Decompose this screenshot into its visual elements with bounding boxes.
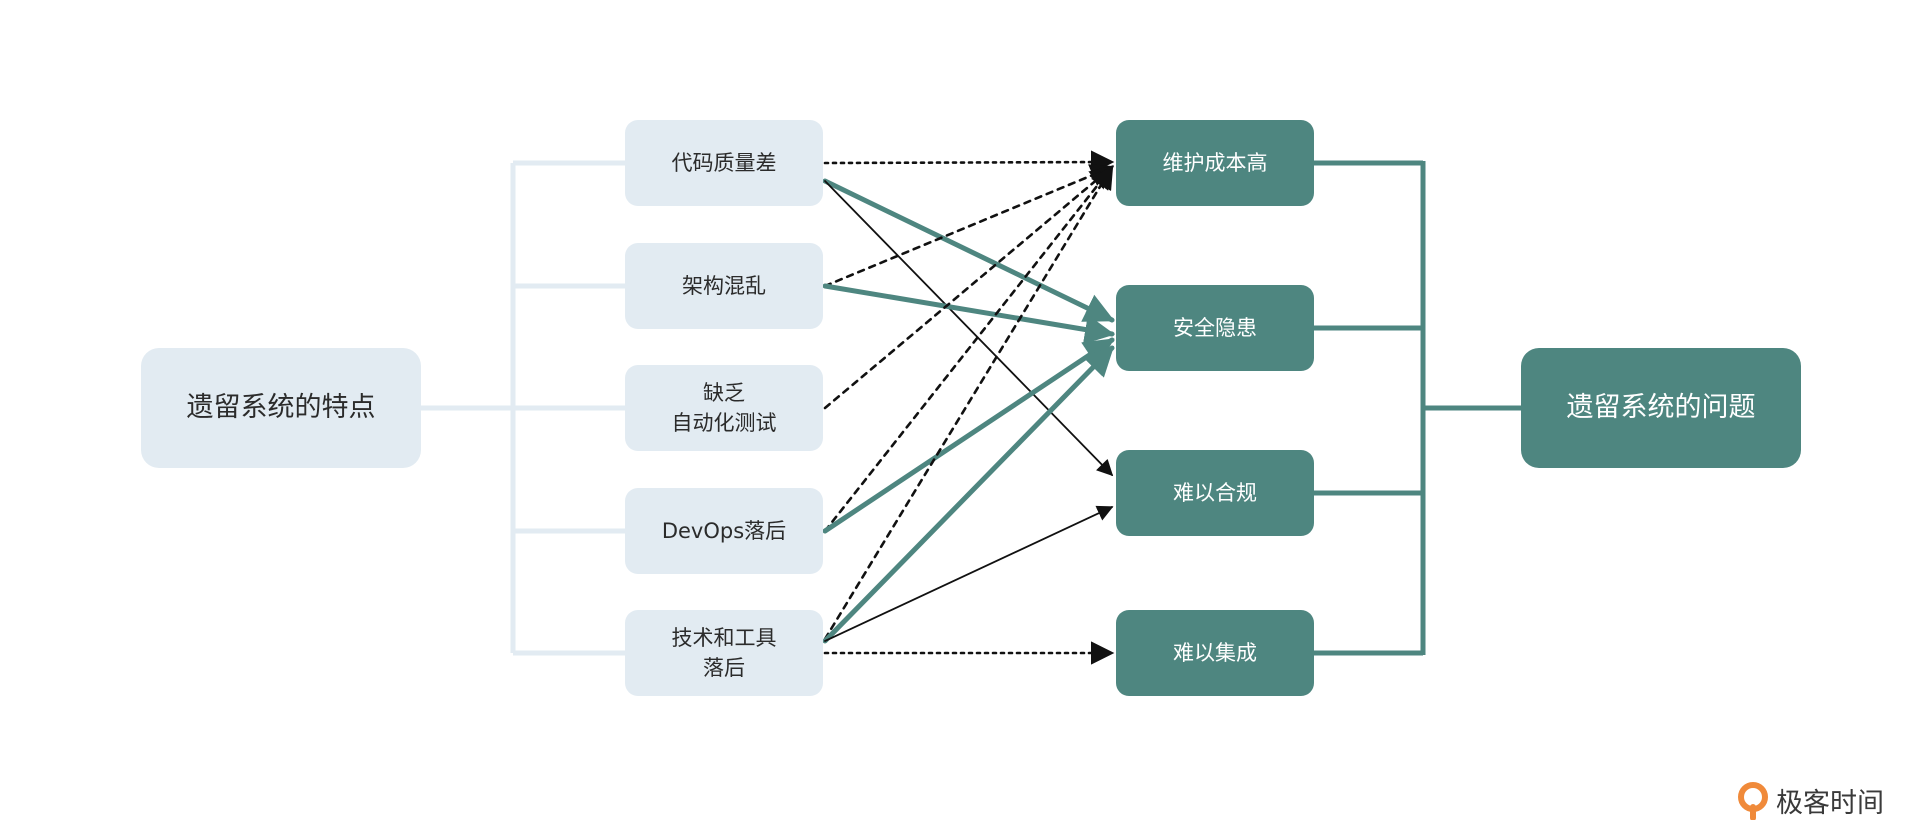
cause-label: 技术和工具 落后 bbox=[671, 625, 777, 680]
problem-node-maintenance-cost: 维护成本高 bbox=[1116, 120, 1314, 206]
link-c2-p1-dashed bbox=[823, 164, 1115, 288]
problem-label: 安全隐患 bbox=[1173, 315, 1257, 340]
problem-label: 难以集成 bbox=[1173, 640, 1257, 665]
cause-node-tech-tools: 技术和工具 落后 bbox=[625, 610, 823, 696]
cause-node-code-quality: 代码质量差 bbox=[625, 120, 823, 206]
link-c5-p1-dashed bbox=[823, 165, 1114, 641]
cause-label: 架构混乱 bbox=[682, 273, 766, 298]
link-c4-p2-thick bbox=[822, 337, 1115, 534]
link-c5-p3-thin bbox=[824, 505, 1114, 642]
brand-logo: 极客时间 bbox=[1736, 778, 1896, 822]
legacy-system-characteristics-root: 遗留系统的特点 bbox=[141, 348, 421, 468]
geektime-logo-icon bbox=[1738, 782, 1768, 820]
cause-node-devops: DevOps落后 bbox=[625, 488, 823, 574]
link-c5-p2-thick bbox=[822, 345, 1115, 644]
link-c1-p1-dotted bbox=[823, 150, 1115, 174]
problem-node-compliance: 难以合规 bbox=[1116, 450, 1314, 536]
cause-label: 缺乏 自动化测试 bbox=[671, 380, 777, 435]
root-right-label: 遗留系统的问题 bbox=[1566, 392, 1756, 424]
problem-node-integration: 难以集成 bbox=[1116, 610, 1314, 696]
root-left-label: 遗留系统的特点 bbox=[186, 392, 376, 424]
link-c4-p1-dashed bbox=[823, 165, 1114, 533]
problem-label: 维护成本高 bbox=[1162, 150, 1268, 175]
link-c1-p3-thin bbox=[824, 180, 1114, 477]
cause-node-automated-testing: 缺乏 自动化测试 bbox=[625, 365, 823, 451]
relationship-links bbox=[822, 150, 1115, 665]
link-c1-p2-thick bbox=[822, 178, 1115, 323]
problem-label: 难以合规 bbox=[1173, 480, 1257, 505]
problem-node-security-risk: 安全隐患 bbox=[1116, 285, 1314, 371]
bracket-lines bbox=[421, 160, 1521, 656]
cause-label: DevOps落后 bbox=[661, 518, 787, 543]
link-c3-p1-dashed bbox=[823, 165, 1114, 410]
legacy-system-problems-root: 遗留系统的问题 bbox=[1521, 348, 1801, 468]
cause-node-architecture: 架构混乱 bbox=[625, 243, 823, 329]
link-c2-p2-thick bbox=[822, 283, 1115, 345]
brand-name: 极客时间 bbox=[1776, 787, 1884, 819]
cause-label: 代码质量差 bbox=[671, 150, 777, 175]
